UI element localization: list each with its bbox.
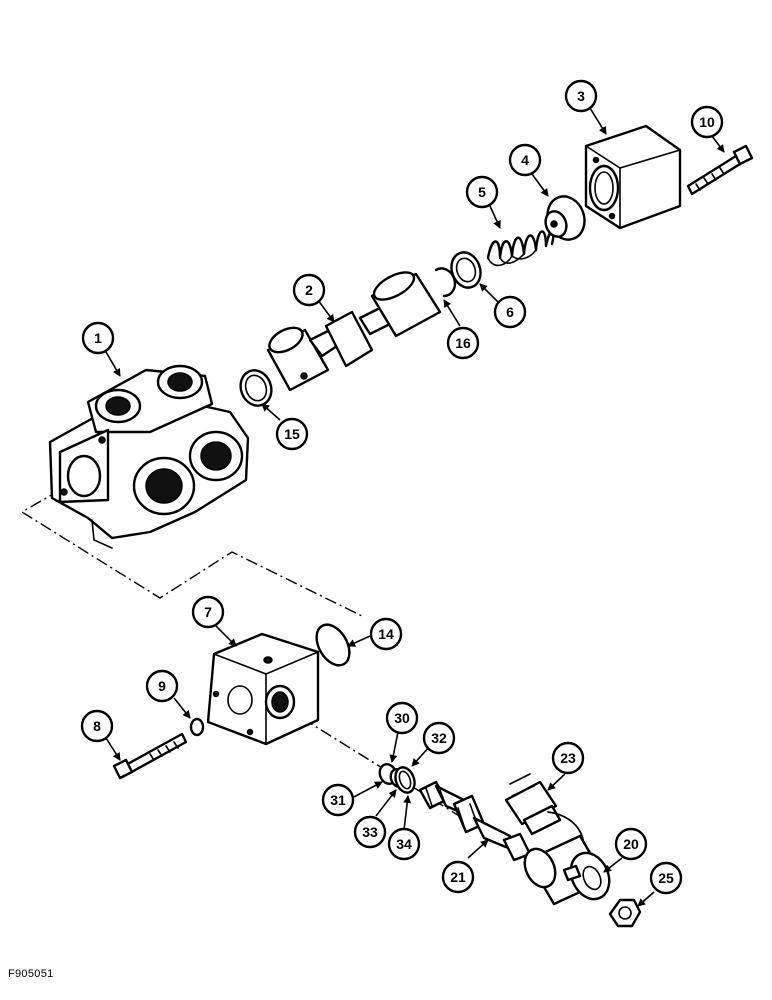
svg-text:10: 10 <box>699 114 715 130</box>
svg-text:30: 30 <box>394 710 410 726</box>
callout-2: 2 <box>292 273 326 307</box>
callout-20: 20 <box>614 827 648 861</box>
bolt-part-10 <box>686 144 754 196</box>
bolt-part-8 <box>112 732 188 780</box>
callout-21: 21 <box>441 860 475 894</box>
callout-10: 10 <box>690 105 724 139</box>
svg-text:3: 3 <box>577 88 585 104</box>
callout-30: 30 <box>385 701 419 735</box>
svg-text:9: 9 <box>158 678 166 694</box>
spool-part-2 <box>266 271 442 392</box>
svg-text:33: 33 <box>362 824 378 840</box>
callout-34: 34 <box>387 827 421 861</box>
callout-14: 14 <box>369 617 403 651</box>
figure-code: F905051 <box>8 968 54 980</box>
washer-part-6 <box>450 251 482 289</box>
svg-text:15: 15 <box>284 426 300 442</box>
callout-16: 16 <box>446 326 480 360</box>
svg-text:25: 25 <box>658 870 674 886</box>
callout-32: 32 <box>422 721 456 755</box>
callout-4: 4 <box>508 143 542 177</box>
svg-text:2: 2 <box>305 282 313 298</box>
callout-31: 31 <box>321 783 355 817</box>
solenoid-coil-part-20 <box>523 834 611 906</box>
seal-parts-30-34 <box>378 763 416 794</box>
callout-33: 33 <box>353 815 387 849</box>
spring-part-5 <box>486 230 555 267</box>
svg-text:20: 20 <box>623 836 639 852</box>
callout-3: 3 <box>564 79 598 113</box>
callout-15: 15 <box>275 417 309 451</box>
lock-washer-part-9 <box>189 717 205 737</box>
spring-seat-part-4 <box>544 195 586 241</box>
callout-8: 8 <box>80 709 114 743</box>
nut-part-25 <box>608 898 642 928</box>
svg-text:6: 6 <box>506 304 514 320</box>
callout-9: 9 <box>145 669 179 703</box>
svg-text:1: 1 <box>94 330 102 346</box>
svg-text:34: 34 <box>396 836 412 852</box>
svg-text:7: 7 <box>204 604 212 620</box>
svg-text:31: 31 <box>330 792 346 808</box>
svg-text:4: 4 <box>521 152 529 168</box>
cartridge-valve-part-21 <box>418 780 532 862</box>
svg-text:32: 32 <box>431 730 447 746</box>
callout-6: 6 <box>493 295 527 329</box>
o-ring-part-14 <box>315 623 351 667</box>
end-cap-part-3 <box>584 124 682 230</box>
callout-7: 7 <box>191 595 225 629</box>
adapter-block-part-7 <box>206 632 320 746</box>
svg-text:8: 8 <box>93 718 101 734</box>
svg-text:21: 21 <box>450 869 466 885</box>
leader-lines <box>105 107 725 907</box>
svg-text:16: 16 <box>455 335 471 351</box>
callout-1: 1 <box>81 321 115 355</box>
svg-text:5: 5 <box>478 184 486 200</box>
callout-25: 25 <box>649 861 683 895</box>
svg-text:14: 14 <box>378 626 394 642</box>
o-ring-part-15 <box>239 369 273 407</box>
callout-23: 23 <box>551 741 585 775</box>
callout-5: 5 <box>465 175 499 209</box>
valve-body-part-1 <box>48 364 250 549</box>
svg-text:23: 23 <box>560 750 576 766</box>
